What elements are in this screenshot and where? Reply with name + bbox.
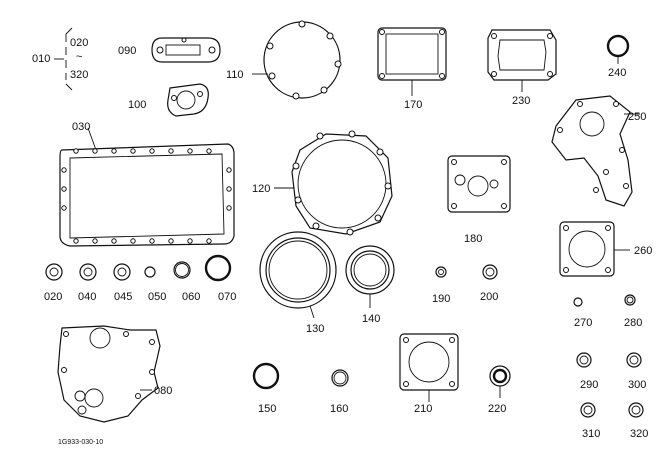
label-190: 190 xyxy=(432,293,450,305)
bolt-hole xyxy=(226,205,232,211)
label-010: 010 xyxy=(32,53,50,65)
bolt-hole xyxy=(73,238,79,244)
seal-020 xyxy=(45,263,63,281)
o-ring-240 xyxy=(606,34,630,64)
bolt-hole xyxy=(149,238,155,244)
bolt-hole xyxy=(73,148,79,154)
seal-130 xyxy=(259,231,337,319)
gasket-120 xyxy=(274,130,393,236)
label-320: 320 xyxy=(630,428,648,440)
label-110: 110 xyxy=(226,69,244,81)
bolt-hole xyxy=(130,238,136,244)
label-150: 150 xyxy=(258,403,276,415)
seal-300 xyxy=(626,352,642,368)
bolt-hole xyxy=(111,148,117,154)
label-200: 200 xyxy=(480,291,498,303)
drawing-code: 1G933-030-10 xyxy=(58,439,103,446)
label-120: 120 xyxy=(252,183,270,195)
gasket-250 xyxy=(551,95,640,207)
bolt-hole xyxy=(187,148,193,154)
bolt-hole xyxy=(111,238,117,244)
label-070: 070 xyxy=(218,291,236,303)
label-310: 310 xyxy=(582,428,600,440)
seal-200 xyxy=(482,264,498,280)
label-270: 270 xyxy=(574,317,592,329)
seal-140 xyxy=(345,245,395,308)
gasket-260 xyxy=(559,221,630,277)
seal-310 xyxy=(580,402,596,418)
gasket-210 xyxy=(399,333,459,402)
bolt-hole xyxy=(92,148,98,154)
label-050: 050 xyxy=(148,291,166,303)
label-240: 240 xyxy=(608,67,626,79)
bolt-hole xyxy=(61,186,67,192)
gasket-090 xyxy=(151,37,221,63)
o-ring-070 xyxy=(204,254,232,282)
label-260: 260 xyxy=(634,245,652,257)
label-170: 170 xyxy=(404,99,422,111)
bolt-hole xyxy=(168,148,174,154)
label-080: 080 xyxy=(154,385,172,397)
bolt-hole xyxy=(168,238,174,244)
o-ring-280 xyxy=(624,294,636,306)
label-290: 290 xyxy=(580,379,598,391)
seal-190 xyxy=(435,266,447,278)
bolt-hole xyxy=(226,167,232,173)
bolt-hole xyxy=(130,148,136,154)
label-090: 090 xyxy=(118,45,136,57)
seal-160 xyxy=(331,369,349,387)
seal-220 xyxy=(489,365,511,398)
bolt-hole xyxy=(206,148,212,154)
seal-045 xyxy=(113,263,131,281)
label-020-range-start: 020 xyxy=(70,37,88,49)
label-220: 220 xyxy=(488,403,506,415)
label-140: 140 xyxy=(362,313,380,325)
bolt-hole xyxy=(61,167,67,173)
gasket-180 xyxy=(447,155,511,213)
label-280: 280 xyxy=(624,317,642,329)
o-ring-060 xyxy=(173,261,191,279)
label-130: 130 xyxy=(306,323,324,335)
label-230: 230 xyxy=(512,95,530,107)
label-060: 060 xyxy=(182,291,200,303)
seal-320 xyxy=(628,402,644,418)
gasket-170 xyxy=(377,27,447,96)
label-020: 020 xyxy=(44,291,62,303)
label-210: 210 xyxy=(414,403,432,415)
bolt-hole xyxy=(206,238,212,244)
label-300: 300 xyxy=(628,379,646,391)
o-ring-270 xyxy=(573,297,583,307)
label-320-range-end: 320 xyxy=(70,69,88,81)
seal-050 xyxy=(144,266,156,278)
bolt-hole xyxy=(92,238,98,244)
label-045: 045 xyxy=(114,291,132,303)
gasket-110 xyxy=(252,20,342,100)
gasket-230 xyxy=(487,29,557,92)
bolt-hole xyxy=(226,186,232,192)
bolt-hole xyxy=(61,205,67,211)
bolt-hole xyxy=(149,148,155,154)
gasket-080 xyxy=(57,325,161,423)
label-range-tilde: ~ xyxy=(76,51,82,63)
label-180: 180 xyxy=(464,233,482,245)
gasket-100 xyxy=(167,83,209,117)
bolt-hole xyxy=(187,238,193,244)
label-250: 250 xyxy=(628,111,646,123)
label-100: 100 xyxy=(128,99,146,111)
gasket-030 xyxy=(59,127,235,247)
label-040: 040 xyxy=(78,291,96,303)
label-160: 160 xyxy=(330,403,348,415)
o-ring-150 xyxy=(252,362,280,390)
label-030: 030 xyxy=(72,121,90,133)
seal-040 xyxy=(79,263,97,281)
kit-bracket-010 xyxy=(54,27,73,91)
seal-290 xyxy=(576,352,592,368)
